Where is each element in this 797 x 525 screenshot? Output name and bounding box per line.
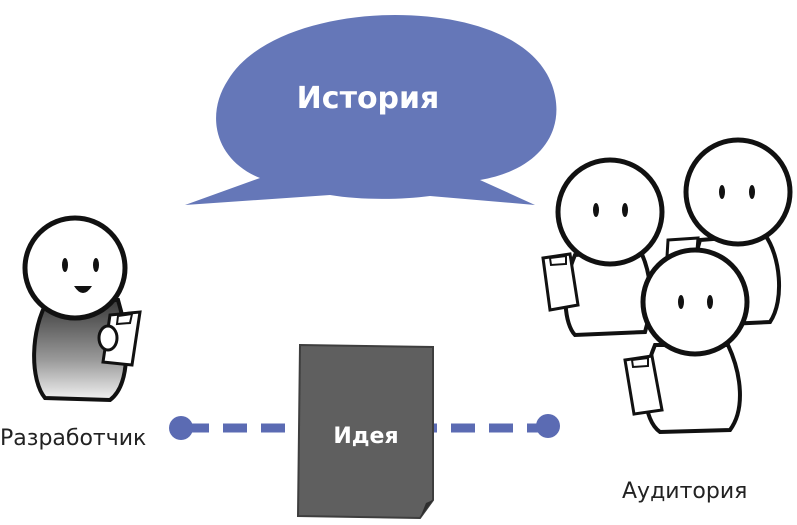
speech-bubble: История <box>185 15 557 205</box>
idea-document: Идея <box>296 343 434 520</box>
developer-clipboard <box>97 310 142 367</box>
connector-line <box>169 414 560 440</box>
audience-label: Аудитория <box>622 479 748 504</box>
developer-figure <box>22 215 142 403</box>
audience-person-front <box>623 247 750 435</box>
developer-label: Разработчик <box>0 426 147 451</box>
audience-person-left <box>541 157 665 338</box>
idea-document-text: Идея <box>333 424 398 449</box>
connector-start-dot <box>169 416 193 440</box>
speech-bubble-text: История <box>297 81 440 116</box>
connector-end-dot <box>536 414 560 438</box>
audience-figures <box>541 137 793 435</box>
